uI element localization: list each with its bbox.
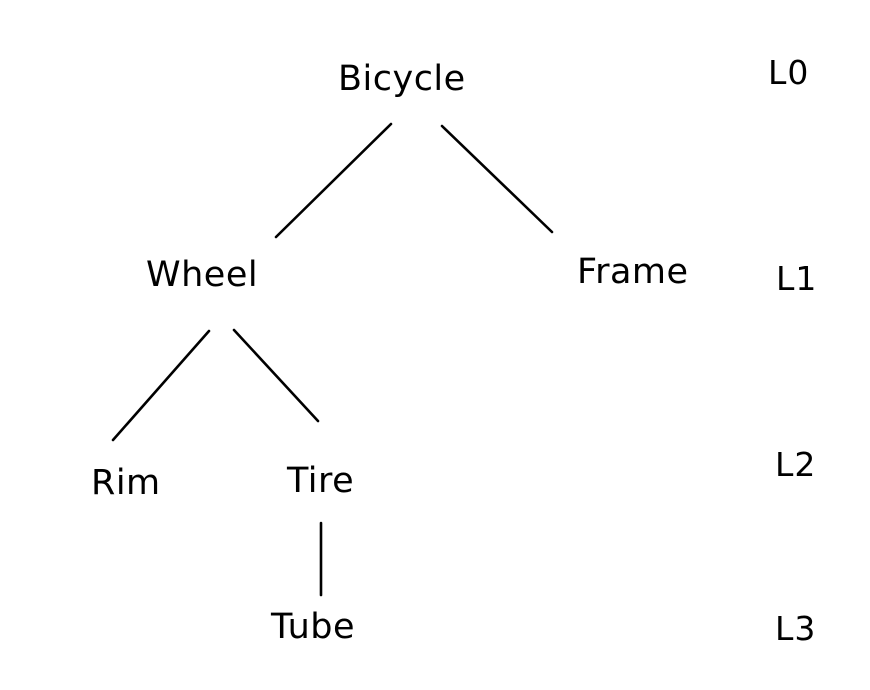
node-label-frame: Frame: [577, 252, 689, 292]
edge-wheel-rim: [111, 329, 211, 442]
level-label-l0: L0: [768, 53, 810, 92]
node-label-bicycle: Bicycle: [338, 59, 466, 99]
node-label-tube: Tube: [271, 607, 355, 647]
level-label-l1: L1: [776, 259, 818, 298]
level-label-l3: L3: [775, 609, 817, 648]
edge-bicycle-frame: [440, 124, 554, 234]
level-label-l2: L2: [775, 445, 817, 484]
node-label-wheel: Wheel: [146, 255, 259, 295]
node-label-rim: Rim: [91, 463, 161, 503]
node-label-tire: Tire: [287, 461, 355, 501]
edge-bicycle-wheel: [274, 122, 393, 239]
edge-wheel-tire: [232, 328, 320, 423]
